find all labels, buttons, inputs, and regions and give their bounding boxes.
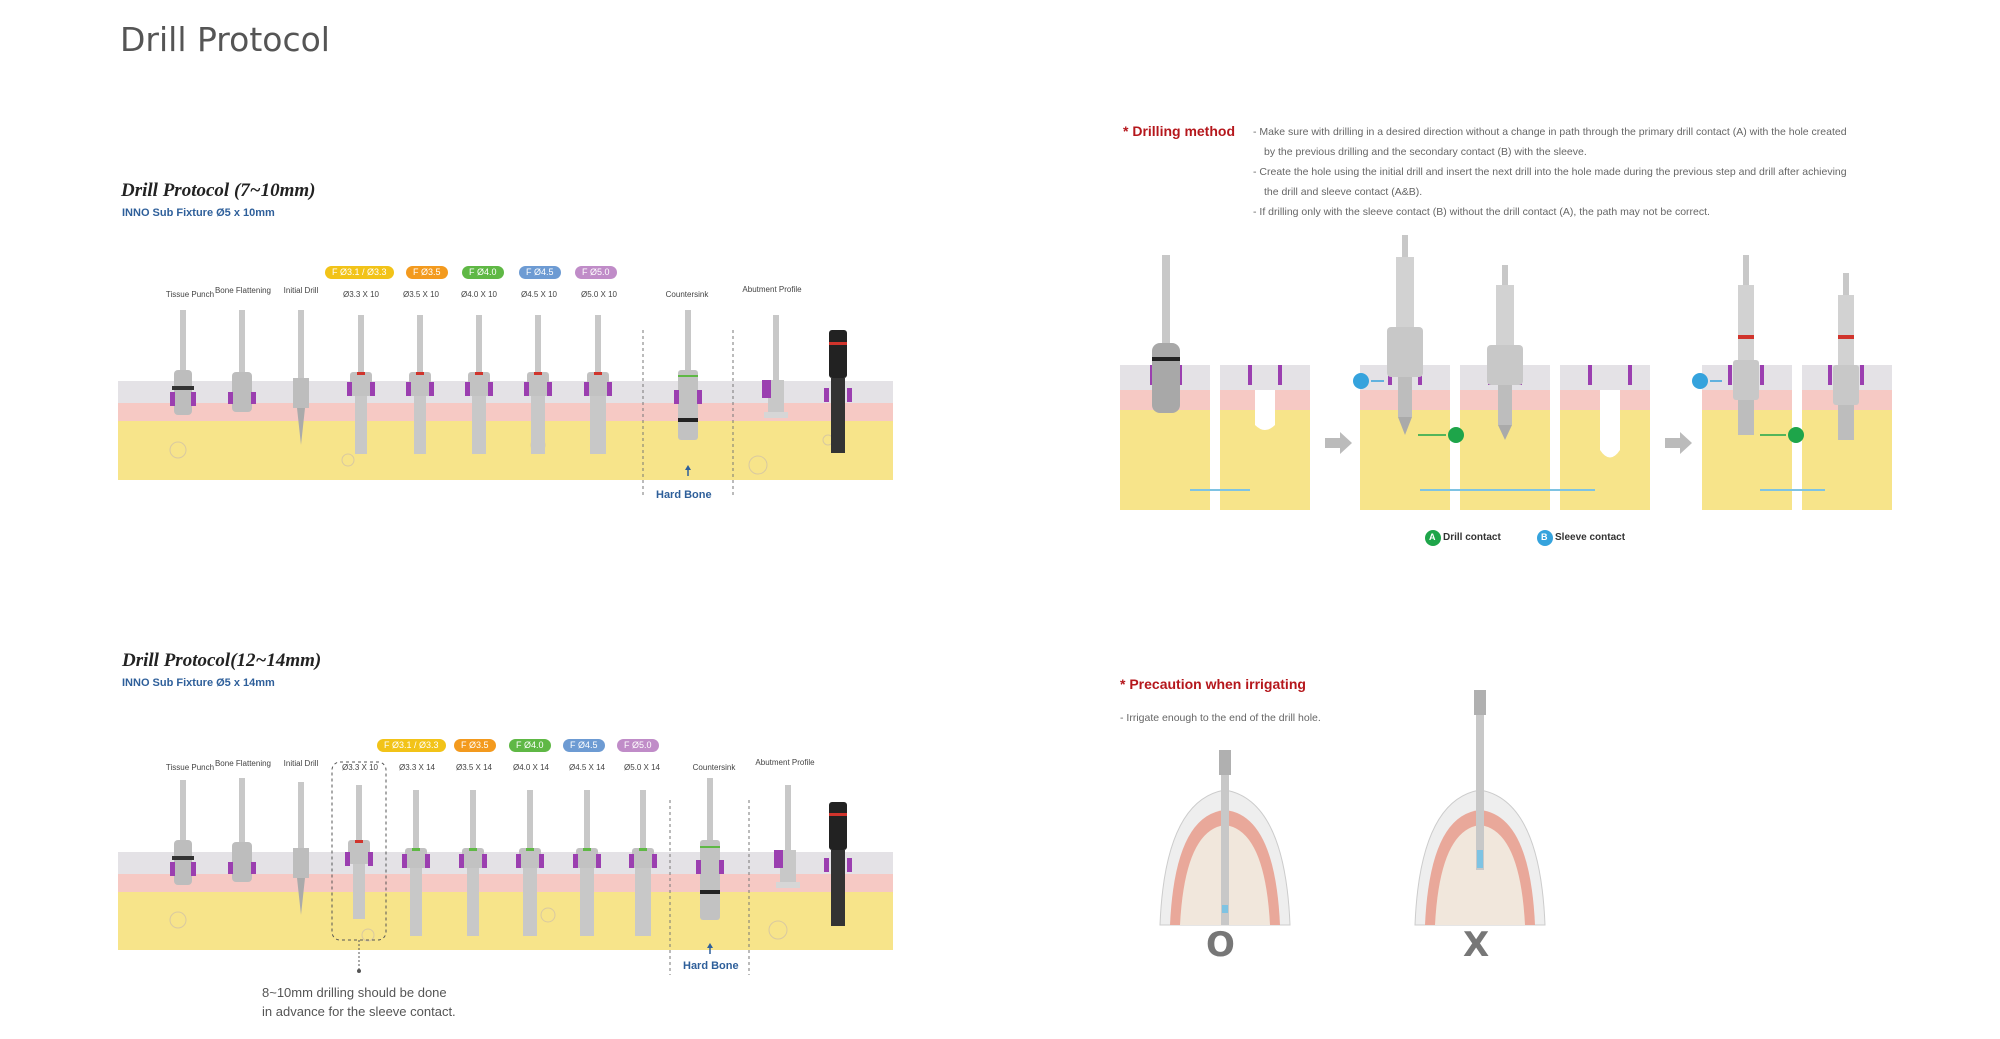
tool-label: Ø5.0 X 10 (580, 290, 618, 299)
legend-b-letter: B (1541, 532, 1548, 542)
irrigation-correct-mark: O (1206, 925, 1235, 965)
tool-label: Ø3.5 X 10 (402, 290, 440, 299)
drilling-note-line: - If drilling only with the sleeve conta… (1253, 206, 1710, 218)
protocol-long-title: Drill Protocol(12~14mm) (122, 650, 322, 671)
protocol-long-diagram (118, 761, 893, 975)
legend-a-letter: A (1429, 532, 1436, 542)
protocol-short-hard-bone-label: Hard Bone (656, 489, 712, 501)
badge-f45: F Ø4.5 (519, 266, 561, 279)
badge-f35: F Ø3.5 (406, 266, 448, 279)
tool-label: Ø4.0 X 10 (460, 290, 498, 299)
tool-label: Ø3.5 X 14 (455, 763, 493, 772)
protocol-short-subtitle: INNO Sub Fixture Ø5 x 10mm (122, 207, 275, 219)
tool-label: Initial Drill (283, 286, 319, 295)
contact-markers (1353, 373, 1804, 443)
tool-label: Ø3.3 X 10 (341, 763, 379, 772)
drill-row (170, 778, 852, 936)
page-title: Drill Protocol (120, 20, 330, 59)
tool-label: Bone Flattening (214, 286, 272, 295)
tool-label: Bone Flattening (214, 759, 272, 768)
irrigation-heading: * Precaution when irrigating (1120, 676, 1306, 692)
badge-f3133: F Ø3.1 / Ø3.3 (325, 266, 394, 279)
tool-label: Ø3.3 X 10 (342, 290, 380, 299)
badge-f40: F Ø4.0 (462, 266, 504, 279)
protocol-long-subtitle: INNO Sub Fixture Ø5 x 14mm (122, 677, 275, 689)
protocol-long-hard-bone-label: Hard Bone (683, 960, 739, 972)
tool-label: Abutment Profile (742, 285, 802, 294)
tool-label: Tissue Punch (165, 763, 215, 772)
drilling-note-line: - Make sure with drilling in a desired d… (1253, 126, 1847, 138)
advance-drilling-note-line-2: in advance for the sleeve contact. (262, 1004, 456, 1019)
badge-f3133: F Ø3.1 / Ø3.3 (377, 739, 446, 752)
tool-label: Abutment Profile (755, 758, 815, 767)
irrigation-wrong-illustration (1414, 690, 1546, 926)
legend-sleeve-contact-dot (1537, 530, 1553, 546)
drills (1152, 235, 1859, 440)
drilling-note-line: the drill and sleeve contact (A&B). (1264, 186, 1423, 198)
tool-label: Countersink (665, 290, 709, 299)
badge-f50: F Ø5.0 (575, 266, 617, 279)
tool-label: Ø4.5 X 14 (568, 763, 606, 772)
irrigation-note: - Irrigate enough to the end of the dril… (1120, 712, 1321, 724)
drill-row (170, 310, 852, 454)
tool-label: Ø3.3 X 14 (398, 763, 436, 772)
protocol-short-diagram (118, 310, 893, 498)
irrigation-correct-illustration (1159, 750, 1291, 926)
drilling-method-diagram (1120, 235, 1892, 546)
irrigation-diagram (1159, 690, 1546, 926)
badge-f50: F Ø5.0 (617, 739, 659, 752)
tool-label: Ø5.0 X 14 (623, 763, 661, 772)
legend-drill-contact: Drill contact (1443, 532, 1501, 543)
badge-f45: F Ø4.5 (563, 739, 605, 752)
tool-label: Ø4.5 X 10 (520, 290, 558, 299)
tool-label: Ø4.0 X 14 (512, 763, 550, 772)
tool-label: Tissue Punch (165, 290, 215, 299)
badge-f40: F Ø4.0 (509, 739, 551, 752)
drilling-note-line: - Create the hole using the initial dril… (1253, 166, 1847, 178)
protocol-short-title: Drill Protocol (7~10mm) (121, 180, 316, 201)
legend-sleeve-contact: Sleeve contact (1555, 532, 1626, 543)
drilling-method-heading: * Drilling method (1123, 123, 1235, 139)
tool-label: Initial Drill (283, 759, 319, 768)
drilling-note-line: by the previous drilling and the seconda… (1264, 146, 1587, 158)
legend-drill-contact-dot (1425, 530, 1441, 546)
drilling-method-notes: - Make sure with drilling in a desired d… (1253, 122, 1903, 222)
advance-drilling-note-line-1: 8~10mm drilling should be done (262, 985, 447, 1000)
badge-f35: F Ø3.5 (454, 739, 496, 752)
irrigation-wrong-mark: X (1463, 925, 1490, 965)
tool-label: Countersink (692, 763, 736, 772)
